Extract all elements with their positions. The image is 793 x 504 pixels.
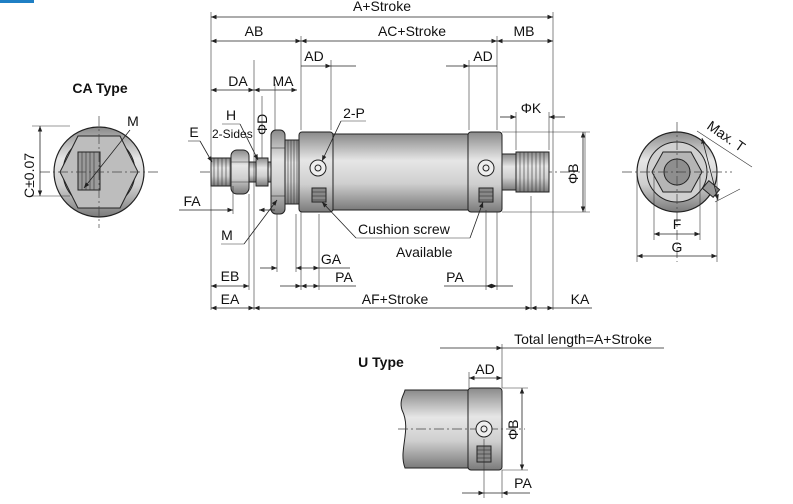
- cushion-screw-front: [311, 187, 327, 203]
- h-label: H: [226, 107, 236, 123]
- ga-label: GA: [321, 251, 342, 267]
- phi-b-label: ΦB: [565, 163, 581, 184]
- side-view: A+Stroke AB AC+Stroke MB AD AD DA MA ΦD …: [179, 0, 592, 311]
- rod-nut: [230, 149, 250, 195]
- corner-mark: [0, 0, 34, 3]
- ab-label: AB: [245, 23, 264, 39]
- available-label: Available: [396, 244, 453, 260]
- mount-nut: [270, 129, 286, 215]
- two-sides-label: 2-Sides: [212, 127, 253, 141]
- rear-end-view: Max. T F G: [622, 117, 753, 262]
- da-label: DA: [228, 73, 248, 89]
- c-tol-label: C±0.07: [21, 153, 37, 198]
- ac-stroke-label: AC+Stroke: [378, 23, 446, 39]
- e-label: E: [189, 124, 198, 140]
- ea-label: EA: [221, 291, 240, 307]
- port-front: [309, 159, 327, 177]
- pa-right-label: PA: [446, 269, 464, 285]
- m-ca-label: M: [127, 113, 139, 129]
- ad-u-label: AD: [475, 361, 494, 377]
- ad-left-label: AD: [304, 48, 323, 64]
- eb-label: EB: [221, 268, 240, 284]
- ca-type-title: CA Type: [72, 80, 127, 96]
- m-left-label: M: [221, 227, 233, 243]
- mb-label: MB: [514, 23, 535, 39]
- phi-k-label: ΦK: [521, 100, 542, 116]
- rear-stud: [501, 153, 517, 191]
- two-p-label: 2-P: [343, 105, 365, 121]
- g-label: G: [672, 239, 683, 255]
- cushion-screw-label: Cushion screw: [358, 221, 451, 237]
- pa-u-label: PA: [514, 475, 532, 491]
- ka-label: KA: [571, 291, 590, 307]
- total-length-label: Total length=A+Stroke: [514, 331, 652, 347]
- ma-label: MA: [273, 73, 295, 89]
- u-type-title: U Type: [358, 354, 404, 370]
- max-t-label: Max. T: [704, 117, 748, 155]
- ad-right-label: AD: [473, 48, 492, 64]
- pa-left-label: PA: [335, 269, 353, 285]
- a-stroke-label: A+Stroke: [353, 0, 411, 14]
- f-label: F: [673, 216, 682, 232]
- cushion-screw-rear: [478, 187, 494, 203]
- port-u: [475, 420, 493, 438]
- u-type-view: U Type Total length=A+Stroke AD ΦB PA: [358, 331, 664, 498]
- phi-b-u-label: ΦB: [505, 419, 521, 440]
- af-stroke-label: AF+Stroke: [362, 291, 429, 307]
- fa-label: FA: [183, 193, 201, 209]
- cylinder-barrel: [332, 133, 469, 211]
- ca-type-view: CA Type M C±0.07: [21, 80, 160, 228]
- port-rear: [477, 159, 495, 177]
